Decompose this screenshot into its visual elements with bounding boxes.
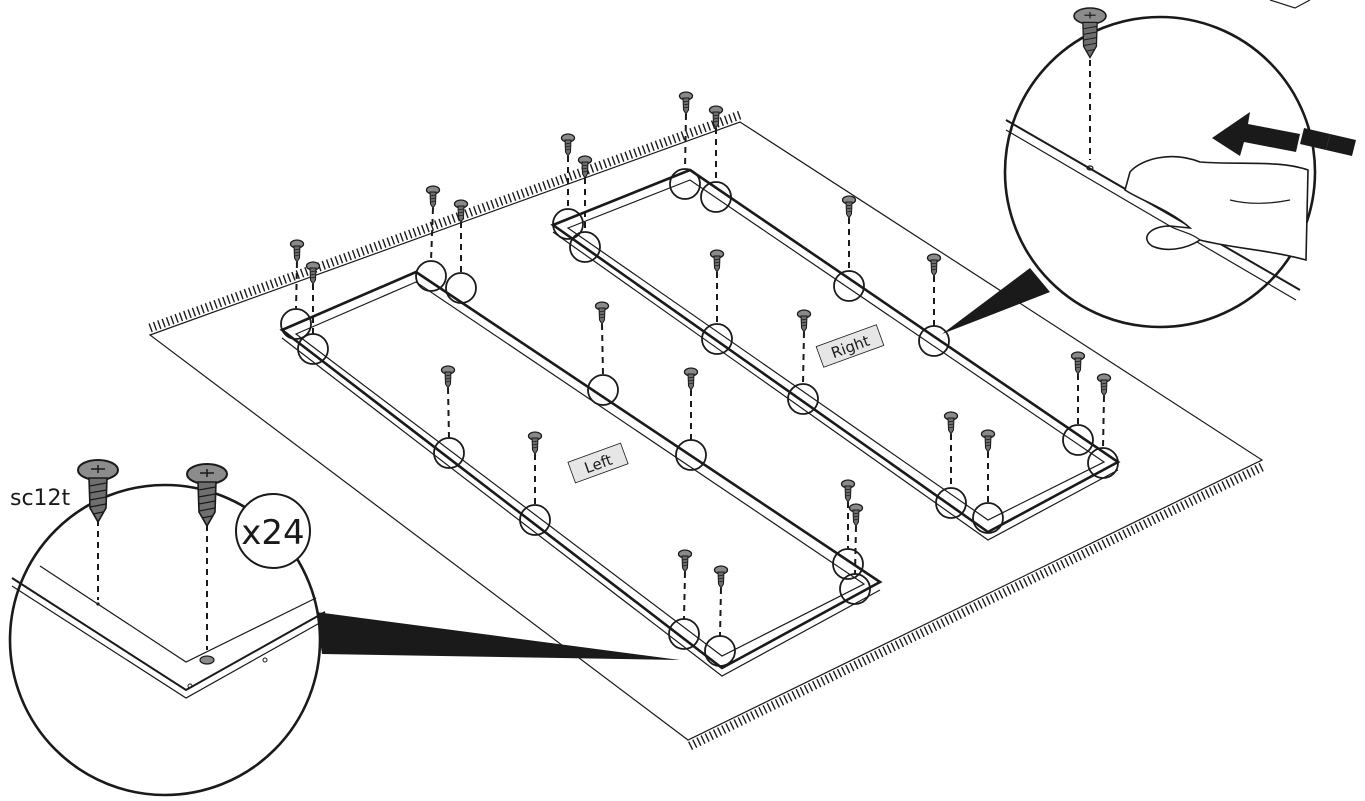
screw-icon: [305, 261, 321, 285]
screw-target-circle: [280, 308, 312, 340]
screw-target-circle: [839, 573, 871, 605]
callout-pointer: [942, 268, 1050, 334]
quantity-label: x24: [241, 513, 304, 553]
screw-target-circle: [1062, 424, 1094, 456]
screw-icon: [848, 503, 864, 527]
screw-target-circle: [519, 504, 551, 536]
screw-target-circle: [433, 437, 465, 469]
screw-icon: [841, 195, 857, 219]
screw-icon: [577, 155, 593, 179]
screw-target-circle: [552, 208, 584, 240]
screw-target-circle: [700, 181, 732, 213]
guide-line: [802, 331, 805, 385]
screw-target-circle: [972, 502, 1004, 534]
screw-target-circle: [297, 333, 329, 365]
screw-target-circle: [445, 272, 477, 304]
left-panel: Left: [279, 270, 883, 677]
screw-target-circle: [415, 260, 447, 292]
screw-target-circle: [587, 374, 619, 406]
screw-icon: [708, 105, 724, 129]
screw-target-circle: [918, 325, 950, 357]
hand-icon: [1124, 155, 1309, 262]
floor-mat: [148, 110, 1266, 751]
screw-icon: [678, 91, 694, 115]
screw-icon: [560, 133, 576, 157]
screw-target-circle: [675, 439, 707, 471]
screw-icon: [289, 239, 305, 263]
guide-line: [719, 587, 722, 637]
screw-target-circle: [935, 487, 967, 519]
screw-target-circle: [787, 383, 819, 415]
guide-line: [684, 113, 687, 170]
screw-target-circle: [1087, 447, 1119, 479]
mat-fringe-bottom: [688, 461, 1266, 751]
guide-line: [601, 323, 604, 376]
screw-icon: [1096, 373, 1112, 397]
guide-line: [447, 387, 450, 439]
callout-pointer: [316, 612, 680, 660]
guide-line: [430, 207, 434, 262]
screw-icon: [683, 367, 699, 391]
screw-icon: [594, 301, 610, 325]
callout-board: [11, 565, 326, 699]
screw-target-circle: [701, 323, 733, 355]
guide-line: [295, 261, 298, 310]
screw-target-circle: [569, 231, 601, 263]
screw-target-circle: [668, 618, 700, 650]
screw-target-circle: [704, 635, 736, 667]
screw-positions: [280, 91, 1119, 667]
detail-callout-right: [942, 7, 1356, 334]
push-arrow-icon: [1212, 112, 1356, 156]
screw-icon: [425, 185, 441, 209]
screw-target-circle: [832, 548, 864, 580]
screw-icon: [840, 479, 856, 503]
guide-line: [1102, 395, 1105, 449]
screw-icon: [926, 253, 942, 277]
mat-fringe-top: [148, 110, 742, 333]
screw-target-circle: [833, 270, 865, 302]
guide-line: [854, 525, 857, 575]
guide-line: [683, 571, 686, 620]
detail-callout-left: x24: [8, 459, 680, 797]
cabinet-corner: [1269, 0, 1311, 9]
screw-icon: [1070, 351, 1086, 375]
screw-target-circle: [669, 168, 701, 200]
screw-code-label: sc12t: [10, 486, 71, 511]
